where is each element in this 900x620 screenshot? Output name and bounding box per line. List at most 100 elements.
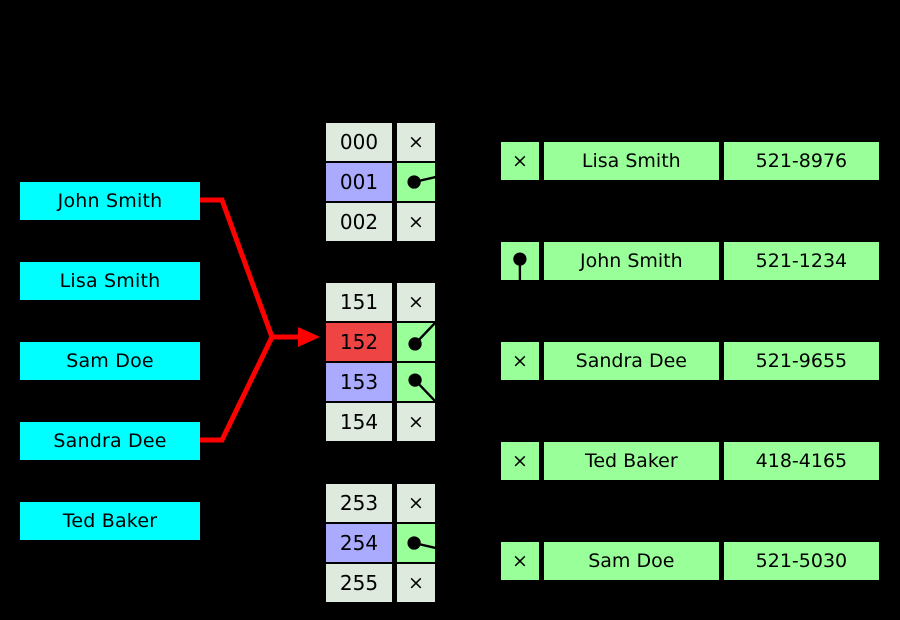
record-name-cell: John Smith <box>542 241 720 281</box>
slot-index-154[interactable]: 154 <box>325 402 393 442</box>
null-pointer-icon: × <box>511 450 528 472</box>
record-name-label: Sam Doe <box>588 550 675 572</box>
slot-pointer-253[interactable]: × <box>396 483 436 523</box>
record-pointer-cell[interactable]: × <box>500 541 540 581</box>
pointer-link-icon <box>407 536 440 550</box>
slot-pointer-255[interactable]: × <box>396 563 436 603</box>
record-phone-label: 521-5030 <box>755 550 848 572</box>
slot-row: 153 <box>325 362 438 404</box>
record-name-cell: Sandra Dee <box>542 341 720 381</box>
slot-pointer-254[interactable] <box>396 523 440 563</box>
key-label: Sam Doe <box>66 350 154 372</box>
record-phone-cell: 521-5030 <box>722 541 880 581</box>
slot-group-low: 000 × 001 002 <box>325 122 440 242</box>
slot-index-152[interactable]: 152 <box>325 322 393 362</box>
slot-index-label: 002 <box>339 210 379 234</box>
slot-index-253[interactable]: 253 <box>325 483 393 523</box>
key-label: Lisa Smith <box>59 270 161 292</box>
slot-row: 151 × <box>325 282 436 322</box>
record-row-john-smith[interactable]: John Smith 521-1234 <box>500 241 880 284</box>
slot-index-label: 254 <box>339 531 379 555</box>
slot-index-002[interactable]: 002 <box>325 202 393 242</box>
slot-row: 001 <box>325 162 440 202</box>
slot-index-label: 154 <box>339 410 379 434</box>
slot-row: 152 <box>325 322 436 362</box>
key-box-sam-doe[interactable]: Sam Doe <box>20 342 200 380</box>
record-pointer-cell[interactable] <box>500 241 540 284</box>
record-name-label: Lisa Smith <box>581 150 681 172</box>
record-phone-cell: 521-9655 <box>722 341 880 381</box>
key-label: Sandra Dee <box>53 430 167 452</box>
record-pointer-cell[interactable]: × <box>500 341 540 381</box>
slot-index-255[interactable]: 255 <box>325 563 393 603</box>
slot-group-mid: 151 × 152 153 <box>325 282 438 442</box>
record-name-cell: Ted Baker <box>542 441 720 481</box>
record-phone-cell: 521-1234 <box>722 241 880 281</box>
slot-index-153[interactable]: 153 <box>325 362 393 402</box>
slot-pointer-154[interactable]: × <box>396 402 436 442</box>
key-box-john-smith[interactable]: John Smith <box>20 182 200 220</box>
record-row-sam-doe[interactable]: × Sam Doe 521-5030 <box>500 541 880 581</box>
record-phone-label: 418-4165 <box>755 450 848 472</box>
null-pointer-icon: × <box>408 211 424 233</box>
null-pointer-icon: × <box>408 492 424 514</box>
slot-pointer-151[interactable]: × <box>396 282 436 322</box>
slot-index-254[interactable]: 254 <box>325 523 393 563</box>
null-pointer-icon: × <box>511 350 528 372</box>
slot-pointer-153[interactable] <box>396 362 438 404</box>
slot-row: 000 × <box>325 122 436 162</box>
slot-row: 255 × <box>325 563 436 603</box>
null-pointer-icon: × <box>408 411 424 433</box>
key-box-lisa-smith[interactable]: Lisa Smith <box>20 262 200 300</box>
record-phone-cell: 521-8976 <box>722 141 880 181</box>
slot-pointer-000[interactable]: × <box>396 122 436 162</box>
record-pointer-cell[interactable]: × <box>500 441 540 481</box>
key-box-ted-baker[interactable]: Ted Baker <box>20 502 200 540</box>
slot-index-label: 151 <box>339 290 379 314</box>
slot-index-label: 255 <box>339 571 379 595</box>
key-label: John Smith <box>57 190 163 212</box>
record-phone-label: 521-1234 <box>755 250 848 272</box>
slot-index-label: 000 <box>339 130 379 154</box>
null-pointer-icon: × <box>511 550 528 572</box>
slot-row: 002 × <box>325 202 436 242</box>
slot-group-high: 253 × 254 255 <box>325 483 440 603</box>
null-pointer-icon: × <box>511 150 528 172</box>
slot-pointer-152[interactable] <box>396 322 436 362</box>
slot-row: 254 <box>325 523 440 563</box>
record-name-cell: Sam Doe <box>542 541 720 581</box>
slot-index-000[interactable]: 000 <box>325 122 393 162</box>
record-row-lisa-smith[interactable]: × Lisa Smith 521-8976 <box>500 141 880 181</box>
pointer-link-icon <box>408 322 436 351</box>
record-pointer-cell[interactable]: × <box>500 141 540 181</box>
record-name-label: John Smith <box>579 250 683 272</box>
slot-index-151[interactable]: 151 <box>325 282 393 322</box>
slot-row: 253 × <box>325 483 436 523</box>
record-row-ted-baker[interactable]: × Ted Baker 418-4165 <box>500 441 880 481</box>
arrow-path-sandra-dee <box>200 335 275 443</box>
key-box-sandra-dee[interactable]: Sandra Dee <box>20 422 200 460</box>
null-pointer-icon: × <box>408 291 424 313</box>
arrow-path-john-smith <box>200 197 275 338</box>
record-name-label: Ted Baker <box>584 450 678 472</box>
record-phone-cell: 418-4165 <box>722 441 880 481</box>
arrow-head-to-slot-152 <box>298 327 320 347</box>
key-label: Ted Baker <box>62 510 158 532</box>
slot-index-label: 152 <box>339 330 379 354</box>
record-name-cell: Lisa Smith <box>542 141 720 181</box>
record-row-sandra-dee[interactable]: × Sandra Dee 521-9655 <box>500 341 880 381</box>
slot-index-label: 253 <box>339 491 379 515</box>
pointer-link-icon <box>513 252 527 284</box>
slot-pointer-002[interactable]: × <box>396 202 436 242</box>
slot-row: 154 × <box>325 402 436 442</box>
record-phone-label: 521-9655 <box>755 350 848 372</box>
record-phone-label: 521-8976 <box>755 150 848 172</box>
null-pointer-icon: × <box>408 572 424 594</box>
slot-index-label: 153 <box>339 370 379 394</box>
slot-index-label: 001 <box>339 170 379 194</box>
slot-index-001[interactable]: 001 <box>325 162 393 202</box>
null-pointer-icon: × <box>408 131 424 153</box>
pointer-link-icon <box>408 373 438 404</box>
slot-pointer-001[interactable] <box>396 162 440 202</box>
